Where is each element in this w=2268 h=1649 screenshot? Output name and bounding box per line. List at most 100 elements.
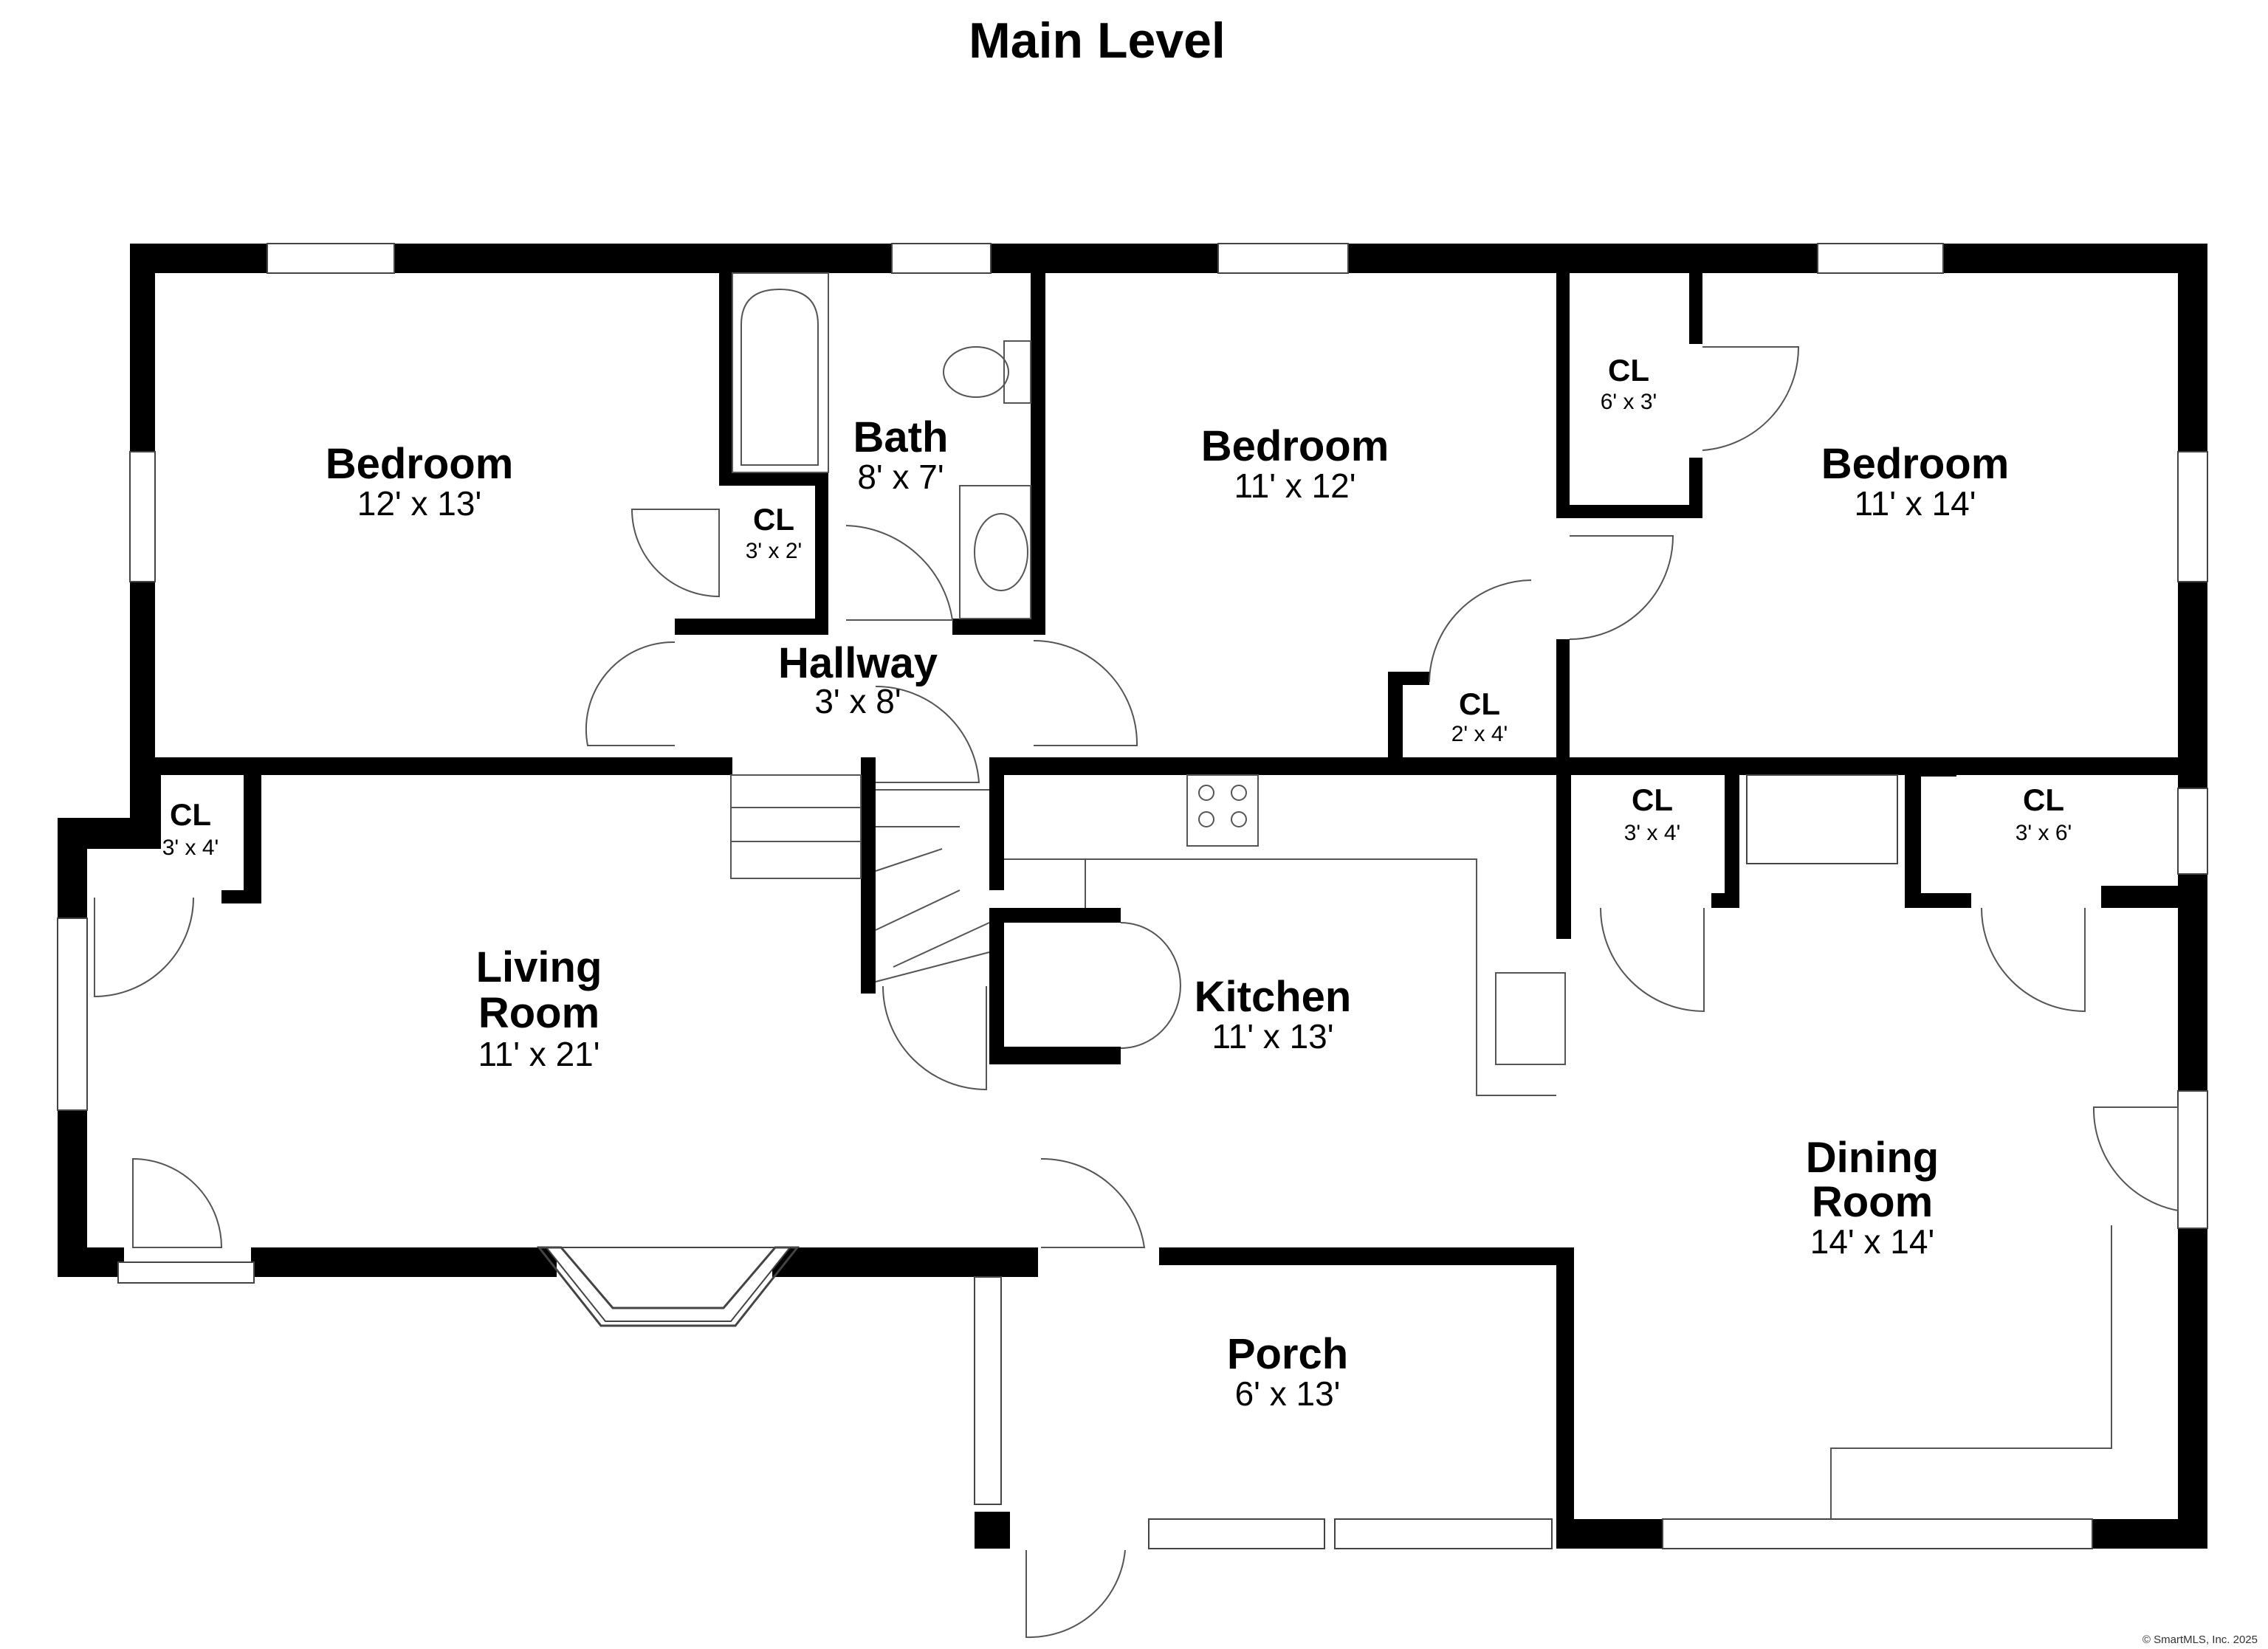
burner-1 [1198, 785, 1214, 801]
wall-cl-mid-top [1388, 672, 1429, 685]
door-porch [1040, 1157, 1146, 1248]
stair-tread-5 [875, 848, 943, 872]
window-dining-bottom [1662, 1518, 2093, 1549]
door-porch-exterior [1025, 1549, 1126, 1639]
bath-sink [974, 513, 1028, 591]
door-hall-left [585, 641, 676, 746]
wall-cl-dining-bottom-right [2101, 886, 2207, 908]
wall-hall-top [675, 619, 828, 635]
room-dims-bedroom-mid: 11' x 12' [1234, 467, 1355, 505]
window-dining-right [2177, 1090, 2208, 1229]
room-name-porch: Porch [1227, 1330, 1348, 1378]
burner-3 [1198, 811, 1214, 827]
window-left-bedroom [129, 451, 156, 582]
wall-cl-dining-left-top [1905, 760, 1956, 777]
door-bedroom-left-closet [630, 509, 720, 598]
stair-tread-7 [893, 922, 990, 968]
wall-closet-right-top-bottom [1556, 505, 1701, 518]
door-dining-exterior [2092, 1106, 2179, 1212]
window-living-left [57, 918, 88, 1111]
wall-porch-right [1556, 1247, 1574, 1549]
wall-closet-right-top-right [1689, 273, 1702, 344]
wall-living-bottom-right [772, 1247, 1038, 1277]
window-porch-left [974, 1276, 1002, 1505]
bathtub [740, 288, 819, 466]
room-name-bedroom-right: Bedroom [1821, 440, 2010, 488]
room-name-cl-mid: CL [1459, 686, 1500, 721]
wall-living-closet-right [244, 775, 261, 902]
window-porch-bottom-1 [1148, 1518, 1325, 1549]
wall-cl-mid-left [1388, 672, 1403, 775]
room-name-cl-right-top: CL [1608, 353, 1649, 388]
wall-stair-right-top [989, 757, 1004, 890]
room-dims-cl-kitchen-right: 3' x 4' [1624, 821, 1681, 845]
wall-bath-cl-right [815, 472, 828, 635]
bath-vanity [959, 485, 1031, 619]
door-kitchen-closet [1600, 907, 1705, 1013]
room-dims-cl-bath: 3' x 2' [746, 539, 803, 563]
wall-bed-divider-upper [1556, 273, 1570, 517]
window-bay [544, 1247, 792, 1322]
room-name-bedroom-left: Bedroom [326, 440, 514, 488]
window-right-bedroom [2177, 451, 2208, 582]
bath-tub-surround [732, 272, 829, 473]
wall-living-bottom-left [58, 1247, 124, 1277]
wall-pantry-bottom [989, 1047, 1121, 1064]
door-bedroom-mid [1569, 535, 1674, 640]
door-living-front [132, 1157, 223, 1248]
room-dims-dining: 14' x 14' [1810, 1222, 1934, 1261]
room-dims-cl-living: 3' x 4' [162, 836, 219, 860]
room-name-hallway: Hallway [778, 639, 938, 687]
doors [94, 346, 2179, 1639]
wall-bath-bottom [952, 619, 1045, 635]
wall-bath-cl-top [719, 472, 828, 486]
copyright: © SmartMLS, Inc. 2025 [2142, 1633, 2258, 1646]
door-hall-right [1033, 640, 1138, 746]
room-name-cl-bath: CL [753, 502, 794, 537]
plan-title: Main Level [969, 13, 1226, 69]
window-porch-bottom-2 [1334, 1518, 1553, 1549]
door-living-closet [94, 897, 194, 998]
window-top-4 [1817, 243, 1944, 274]
window-top-1 [267, 243, 395, 274]
fixtures [730, 272, 2112, 1519]
room-name-living-1: Living [476, 943, 602, 991]
stair-tread-8 [875, 951, 990, 982]
room-dims-bedroom-right: 11' x 14' [1854, 484, 1976, 523]
wall-cl-kitchen-bottom [1711, 893, 1739, 908]
window-stair-pass [1746, 774, 1898, 864]
windows [57, 243, 2208, 1549]
wall-pantry-top [989, 908, 1121, 923]
door-stair [875, 685, 980, 783]
room-dims-cl-right-top: 6' x 3' [1601, 390, 1657, 414]
toilet-bowl [943, 346, 1009, 398]
window-right-closet [2177, 788, 2208, 875]
window-bay-walls [536, 1246, 800, 1327]
room-dims-cl-dining: 3' x 6' [2016, 821, 2072, 845]
room-dims-bedroom-left: 12' x 13' [357, 484, 481, 523]
room-name-cl-kitchen-right: CL [1632, 782, 1673, 817]
room-dims-kitchen: 11' x 13' [1212, 1017, 1333, 1056]
door-dining-closet [1981, 907, 2086, 1013]
door-pantry [1120, 922, 1181, 1049]
wall-cl-dining-bottom [1905, 893, 1971, 908]
wall-closet-right-top-right-2 [1689, 458, 1702, 518]
wall-living-left-step-2 [130, 775, 161, 849]
wall-stair-left [861, 757, 876, 994]
room-name-bedroom-mid: Bedroom [1201, 422, 1389, 470]
room-name-kitchen: Kitchen [1195, 973, 1352, 1021]
room-dims-living: 11' x 21' [478, 1035, 599, 1073]
room-name-cl-living: CL [170, 797, 211, 832]
wall-bath-right [1031, 273, 1045, 635]
room-name-living-2: Room [478, 989, 599, 1037]
room-name-bath: Bath [853, 413, 949, 461]
wall-living-closet-bottom [221, 890, 261, 903]
room-name-dining-2: Room [1812, 1178, 1933, 1226]
wall-cl-kitchen-right [1725, 775, 1739, 908]
wall-bath-left [719, 273, 732, 484]
room-dims-porch: 6' x 13' [1235, 1374, 1341, 1413]
wall-porch-bottom-left [975, 1512, 1010, 1549]
wall-cl-dining-left [1905, 760, 1921, 908]
window-top-2 [891, 243, 992, 274]
